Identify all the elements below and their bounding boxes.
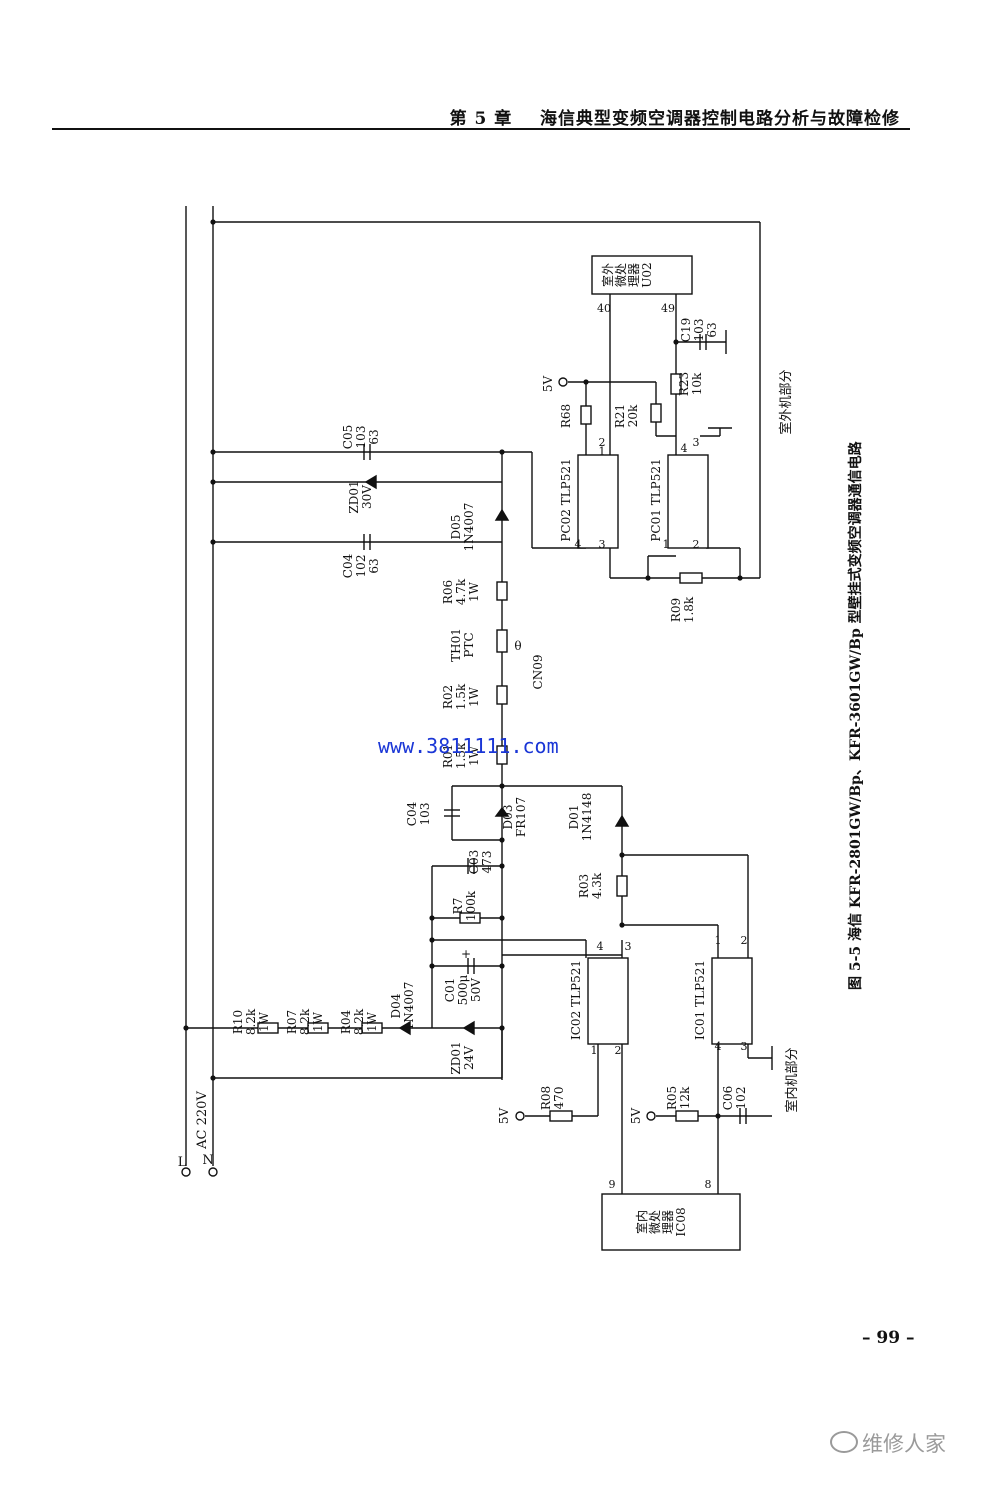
pc01-pin-4: 4 [681, 442, 688, 455]
pc01-pin-2: 2 [693, 538, 700, 551]
label-r7: R7100k [451, 890, 478, 921]
outdoor-mcu-pin40: 40 [597, 302, 611, 315]
vcc-5v-outdoor: 5V [541, 376, 555, 393]
ic01-pin-2: 2 [741, 934, 748, 947]
outdoor-section-label: 室外机部分 [778, 369, 794, 434]
pc01-pin-1: 1 [663, 538, 670, 551]
label-c01: C01500μ50V [443, 974, 483, 1005]
vcc-5v-ic01: 5V [629, 1108, 643, 1125]
indoor-section-label: 室内机部分 [784, 1047, 800, 1112]
label-c03: C03473 [467, 850, 494, 874]
label-r21: R2120k [613, 404, 640, 428]
capacitor-plus: + [461, 947, 471, 961]
label-r03: R034.3k [577, 872, 604, 899]
indoor-mcu-pin9: 9 [609, 1178, 616, 1191]
label-r23: R2310k [677, 372, 704, 396]
label-r02: R021.5k1W [441, 683, 481, 710]
label-d04: D041N4007 [389, 982, 416, 1031]
label-c19: C1910363 [679, 318, 719, 342]
page-header: 第 5 章 海信典型变频空调器控制电路分析与故障检修 [450, 104, 900, 129]
outdoor-mcu-label: 室外微处理器U02 [600, 262, 654, 287]
label-r01: R011.5k1W [441, 742, 481, 769]
label-r68: R68 [559, 404, 573, 428]
header-rule [52, 128, 910, 130]
label-r09: R091.8k [669, 596, 696, 623]
ic01-pin-1: 1 [715, 934, 722, 947]
pc02-pin-1: 1 [599, 445, 606, 458]
label-r07: R078.2k1W [285, 1008, 325, 1035]
ic01-pin-3: 3 [741, 1040, 748, 1053]
vcc-5v-ic02: 5V [497, 1108, 511, 1125]
label-c04a: C0410263 [341, 553, 381, 578]
page-number: – 99 – [862, 1328, 915, 1348]
ic02-pin-4: 4 [597, 940, 604, 953]
terminal-n-label: N [202, 1153, 213, 1168]
label-pc01: PC01 TLP521 [649, 458, 663, 541]
label-r06: R064.7k1W [441, 578, 481, 605]
theta-symbol: θ [514, 639, 521, 653]
label-zd01b: ZD0124V [449, 1041, 476, 1074]
indoor-mcu-label: 室内微处理器IC08 [634, 1207, 688, 1236]
chapter-title: 海信典型变频空调器控制电路分析与故障检修 [540, 109, 900, 129]
label-r04: R048.2k1W [339, 1008, 379, 1035]
ic02-pin-3: 3 [625, 940, 632, 953]
label-d01: D011N4148 [567, 793, 594, 842]
indoor-mcu-pin8: 8 [705, 1178, 712, 1191]
label-c04b: C04103 [405, 801, 432, 826]
ic02-pin-2: 2 [615, 1044, 622, 1057]
components [181, 255, 753, 1251]
ic02-pin-1: 1 [591, 1044, 598, 1057]
pc02-pin-4: 4 [575, 538, 582, 551]
pc01-pin-3: 3 [693, 436, 700, 449]
outdoor-mcu-pin49: 49 [661, 302, 675, 315]
watermark-url: www.3811111.com [378, 734, 559, 758]
label-ic02: IC02 TLP521 [569, 960, 583, 1040]
label-cn09: CN09 [531, 655, 545, 690]
ic01-pin-4: 4 [715, 1040, 722, 1053]
wechat-name: 维修人家 [862, 1432, 946, 1456]
junctions [183, 219, 743, 1119]
label-r05: R0512k [665, 1086, 692, 1110]
label-r08: R08470 [539, 1086, 566, 1110]
figure-caption: 图 5-5 海信 KFR-2801GW/Bp、KFR-3601GW/Bp 型壁挂… [847, 440, 864, 990]
wechat-watermark: 维修人家 [830, 1428, 946, 1458]
supply-voltage-label: AC 220V [195, 1091, 210, 1150]
label-r10: R108.2k1W [231, 1008, 271, 1035]
label-c06: C06102 [721, 1086, 748, 1110]
terminal-l-label: L [178, 1155, 187, 1170]
label-c05: C0510363 [341, 425, 381, 449]
chapter-number: 第 5 章 [449, 109, 513, 129]
pc02-pin-3: 3 [599, 538, 606, 551]
label-d05: D051N4007 [449, 503, 476, 552]
wiring [185, 206, 773, 1196]
pc02-pin-2: 2 [599, 436, 606, 449]
label-d03: D03FR107 [501, 797, 528, 837]
wechat-icon [830, 1431, 858, 1453]
label-th01: TH01PTC [449, 628, 476, 662]
label-zd01a: ZD0130V [347, 480, 374, 513]
label-pc02: PC02 TLP521 [559, 458, 573, 541]
label-ic01: IC01 TLP521 [693, 960, 707, 1040]
